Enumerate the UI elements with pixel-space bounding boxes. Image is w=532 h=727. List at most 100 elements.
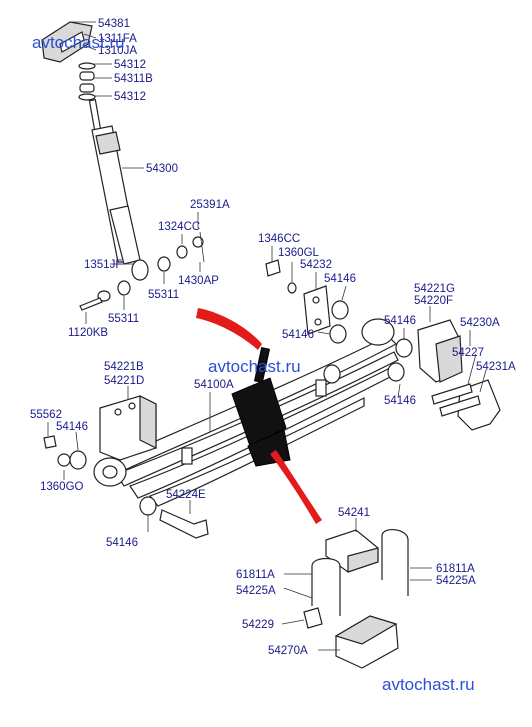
mid-shackle-group: [265, 259, 349, 344]
washer-1351jf: [97, 290, 111, 302]
nut-54229: [303, 607, 323, 629]
part-label: 54225A: [436, 575, 476, 587]
center-bolt: [253, 346, 271, 384]
spring-seat-top: [334, 615, 398, 645]
part-label: 54221B: [104, 361, 144, 373]
part-label: 54146: [324, 273, 356, 285]
shock-absorber-group: [41, 21, 205, 311]
shock-collar: [95, 131, 121, 155]
hanger-hole-2: [128, 402, 136, 410]
part-label: 1311FA: [98, 33, 137, 45]
bushing-54146-front: [69, 450, 87, 470]
bolt-1120kb: [79, 297, 103, 311]
bump-stop-face: [347, 547, 379, 573]
part-label: 54232: [300, 259, 332, 271]
watermark-middle: avtochast.ru: [208, 357, 301, 376]
part-label: 54300: [146, 163, 178, 175]
bushing-54146-mid-upper: [331, 300, 349, 320]
shackle-pin-lower: [439, 395, 481, 417]
axle-mount-group: [303, 529, 409, 669]
part-label: 54270A: [268, 645, 308, 657]
watermark-bottom: avtochast.ru: [382, 675, 475, 694]
part-label: 1360GO: [40, 481, 84, 493]
nut-55562: [43, 435, 57, 449]
part-label: 54224E: [166, 489, 206, 501]
shackle-hole-bottom: [314, 318, 322, 326]
bushing-55311-left: [117, 280, 131, 296]
part-label: 54227: [452, 347, 484, 359]
part-labels: 54381 1311FA 1310JA 54312 54311B 54312 5…: [30, 18, 516, 657]
nut-1346cc: [265, 259, 281, 277]
front-hanger-side: [139, 395, 157, 449]
bushing-55311-right: [157, 256, 171, 272]
part-label: 54220F: [414, 295, 453, 307]
red-arrow-lower: [270, 450, 322, 524]
part-label: 54221G: [414, 283, 455, 295]
shackle-plate-54232: [303, 285, 331, 335]
bushing-54146-rear-mid: [323, 364, 341, 384]
part-label: 54229: [242, 619, 274, 631]
hanger-hole-1: [114, 408, 122, 416]
part-label: 55311: [148, 289, 179, 301]
part-label: 1346CC: [258, 233, 300, 245]
cotter-pin-1430ap: [199, 231, 205, 263]
part-label: 61811A: [436, 563, 475, 575]
part-label: 54146: [384, 315, 416, 327]
part-label: 54311B: [114, 73, 153, 85]
part-label: 54146: [384, 395, 416, 407]
u-bolt-right: [381, 529, 409, 596]
part-label: 1360GL: [278, 247, 320, 259]
washer-1360go: [57, 453, 71, 467]
nut-1324cc: [176, 245, 188, 259]
part-label: 1324CC: [158, 221, 200, 233]
red-arrow-upper: [196, 308, 262, 350]
part-label: 54221D: [104, 375, 144, 387]
bushing-54146-bottom: [139, 496, 157, 516]
part-label: 1120KB: [68, 327, 108, 339]
bushing-54146-rear-upper: [395, 338, 413, 358]
u-bolt-left: [311, 557, 341, 616]
part-label: 1310JA: [98, 45, 137, 57]
part-label: 54146: [282, 329, 314, 341]
part-label: 61811A: [236, 569, 275, 581]
part-label: 1430AP: [178, 275, 219, 287]
piston-rod: [88, 99, 102, 131]
part-label: 54146: [106, 537, 138, 549]
rear-shackle-group: [323, 319, 501, 431]
part-label: 54312: [114, 59, 146, 71]
shock-lower-eye: [131, 259, 149, 281]
part-label: 54100A: [194, 379, 234, 391]
spring-front-eye-hole: [102, 465, 118, 479]
rebound-clip-left: [181, 447, 193, 465]
part-label: 54230A: [460, 317, 500, 329]
part-label: 1351JF: [84, 259, 122, 271]
leader-lines: [47, 21, 487, 651]
bushing-54146-mid-lower: [329, 324, 347, 344]
shackle-hole-top: [312, 296, 320, 304]
part-label: 54146: [56, 421, 88, 433]
pin-54224e: [159, 509, 209, 539]
bushing-lower: [79, 83, 95, 93]
bushing-54146-rear-lower: [387, 362, 405, 382]
spring-rear-eye: [361, 318, 395, 346]
bushing-upper: [79, 71, 95, 81]
center-clamp: [231, 377, 287, 447]
watermark-top: avtochast.ru: [32, 33, 125, 52]
part-label: 54241: [338, 507, 370, 519]
part-label: 54381: [98, 18, 130, 30]
rear-bracket-face: [435, 335, 463, 383]
washer-lower: [78, 93, 96, 101]
front-hanger-group: [43, 395, 209, 539]
part-label: 54231A: [476, 361, 516, 373]
part-label: 25391A: [190, 199, 230, 211]
shackle-pin-upper: [431, 383, 473, 405]
part-label: 54225A: [236, 585, 276, 597]
bracket-plate: [59, 31, 85, 53]
part-label: 55562: [30, 409, 62, 421]
rebound-clip-right: [315, 379, 327, 397]
washer-upper: [78, 62, 96, 70]
part-label: 55311: [108, 313, 139, 325]
washer-1360gl: [287, 282, 297, 294]
